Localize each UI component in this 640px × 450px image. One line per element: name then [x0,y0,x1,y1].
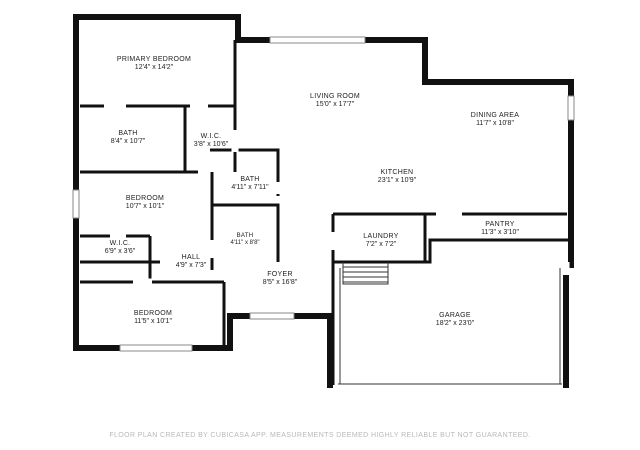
room-name: LAUNDRY [363,233,399,240]
room-dimensions: 23'1" x 10'9" [377,177,417,185]
room-label-bedroom2: BEDROOM 11'5" x 10'1" [118,310,188,326]
room-name: W.I.C. [200,133,222,140]
room-label-garage: GARAGE 18'2" x 23'0" [420,312,490,328]
room-dimensions: 4'11" x 8'8" [230,239,260,246]
room-label-bath2: BATH 4'11" x 7'11" [218,176,282,192]
floor-plan-disclaimer: FLOOR PLAN CREATED BY CUBICASA APP. MEAS… [109,432,531,439]
room-label-wic1: W.I.C. 3'8" x 10'6" [186,133,236,149]
windows [72,36,575,352]
room-dimensions: 8'5" x 16'8" [262,279,298,287]
room-name: DINING AREA [470,112,520,119]
room-name: PANTRY [485,221,515,228]
room-dimensions: 11'5" x 10'1" [134,318,172,326]
room-name: BATH [240,176,260,183]
room-label-foyer: FOYER 8'5" x 16'8" [250,271,310,287]
room-label-hall: HALL 4'9" x 7'3" [166,254,216,270]
room-name: BEDROOM [125,195,165,202]
room-label-laundry: LAUNDRY 7'2" x 7'2" [348,233,414,249]
room-dimensions: 4'11" x 7'11" [231,184,269,192]
room-dimensions: 4'9" x 7'3" [175,262,207,270]
interior-walls [80,40,568,385]
garage-outline [338,262,562,385]
room-dimensions: 15'0" x 17'7" [315,101,355,109]
room-name: KITCHEN [380,169,414,176]
room-dimensions: 11'3" x 3'10" [481,229,519,237]
room-label-bath1: BATH 8'4" x 10'7" [98,130,158,146]
room-label-bedroom1: BEDROOM 10'7" x 10'1" [110,195,180,211]
room-name: HALL [181,254,201,261]
room-label-wic2: W.I.C. 6'9" x 3'6" [92,240,148,256]
room-name: FOYER [267,271,293,278]
room-dimensions: 18'2" x 23'0" [435,320,475,328]
room-dimensions: 7'2" x 7'2" [365,241,397,249]
room-name: GARAGE [439,312,471,319]
room-dimensions: 10'7" x 10'1" [125,203,165,211]
room-dimensions: 11'7" x 10'8" [476,120,514,128]
room-name: PRIMARY BEDROOM [116,56,192,63]
room-name: BATH [118,130,138,137]
room-label-kitchen: KITCHEN 23'1" x 10'9" [357,169,437,185]
room-label-living-room: LIVING ROOM 15'0" x 17'7" [290,93,380,109]
room-name: BATH [236,233,254,239]
room-dimensions: 3'8" x 10'6" [193,141,229,149]
room-label-bath3: BATH 4'11" x 8'8" [218,233,272,247]
room-dimensions: 6'9" x 3'6" [104,248,136,256]
room-name: LIVING ROOM [310,93,360,100]
room-dimensions: 12'4" x 14'2" [134,64,174,72]
room-name: BEDROOM [133,310,173,317]
door-openings [104,102,570,286]
room-label-pantry: PANTRY 11'3" x 3'10" [460,221,540,237]
room-label-dining-area: DINING AREA 11'7" x 10'8" [455,112,535,128]
room-dimensions: 8'4" x 10'7" [110,138,146,146]
room-label-primary-bedroom: PRIMARY BEDROOM 12'4" x 14'2" [104,56,204,72]
room-name: W.I.C. [109,240,131,247]
